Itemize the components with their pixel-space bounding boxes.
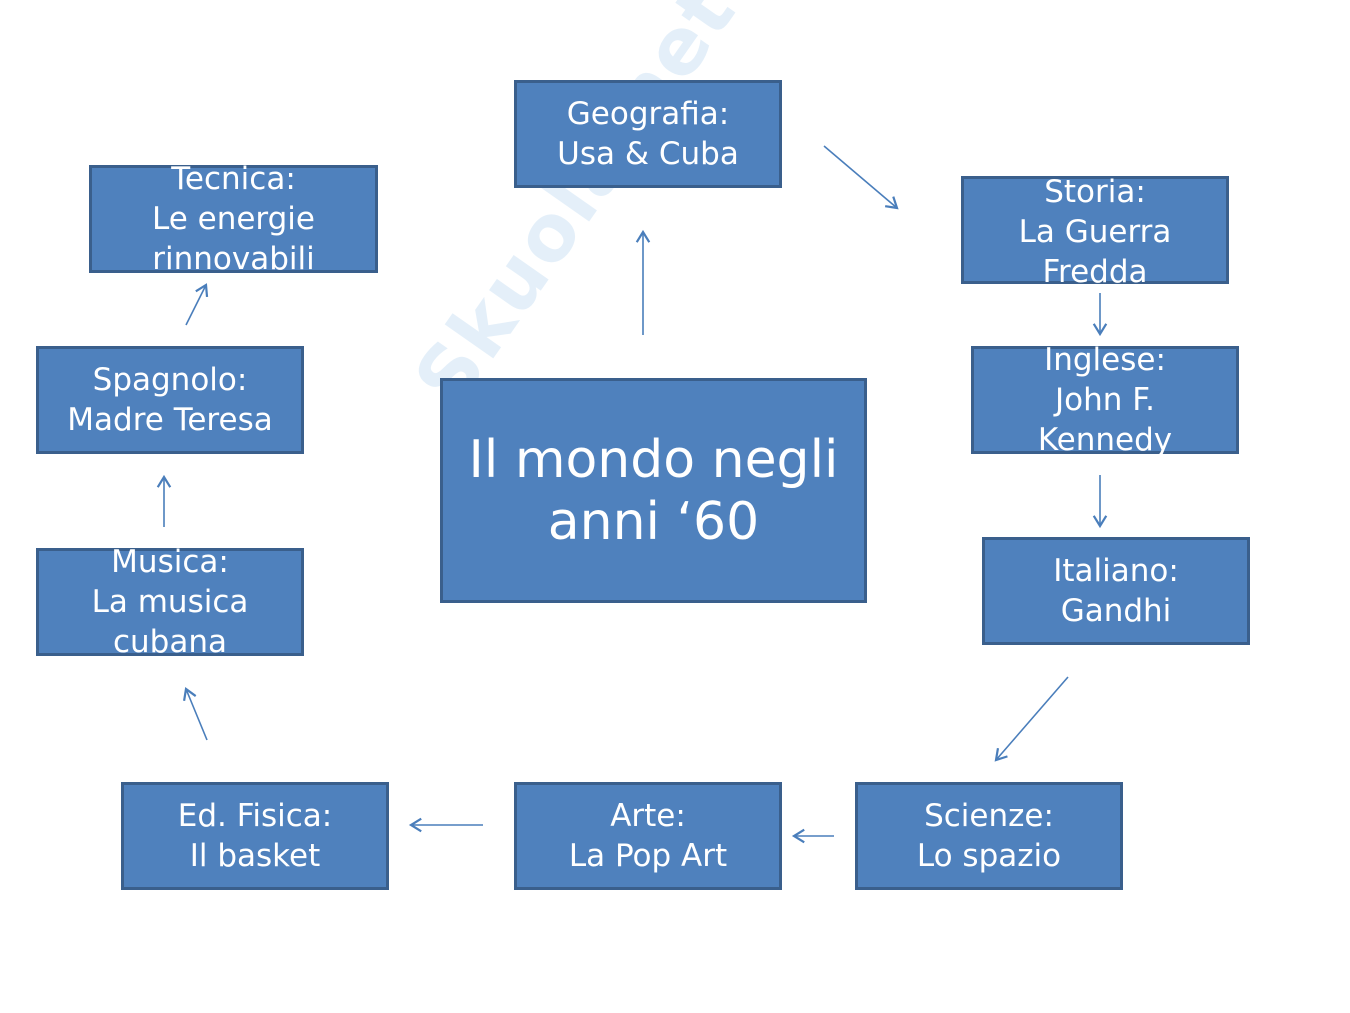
node-tecnica: Tecnica: Le energie rinnovabili xyxy=(89,161,378,277)
node-text: rinnovabili xyxy=(152,241,315,277)
node-title: Musica: xyxy=(111,544,229,580)
node-text: Fredda xyxy=(1042,254,1148,290)
node-title: Arte: xyxy=(610,798,686,834)
node-scienze: Scienze: Lo spazio xyxy=(855,782,1123,890)
node-text: La Pop Art xyxy=(568,838,728,874)
node-title: Tecnica: xyxy=(171,161,296,197)
node-text: Le energie xyxy=(151,201,315,237)
node-title: Scienze: xyxy=(924,798,1054,834)
arrow-edfisica-to-musica xyxy=(183,687,208,741)
node-text: cubana xyxy=(112,624,227,660)
node-title: Inglese: xyxy=(1044,342,1166,378)
arrow-italiano-to-scienze xyxy=(994,676,1069,762)
arrow-spagnolo-to-tecnica xyxy=(185,283,209,326)
node-title: Storia: xyxy=(1044,174,1146,210)
arrow-geografia-to-storia xyxy=(823,145,899,210)
node-geografia: Geografia: Usa & Cuba xyxy=(514,80,782,188)
node-storia: Storia: La Guerra Fredda xyxy=(961,174,1229,290)
node-title: Spagnolo: xyxy=(92,362,248,398)
node-spagnolo: Spagnolo: Madre Teresa xyxy=(36,346,304,454)
node-text: La musica xyxy=(91,584,249,620)
node-title: Geografia: xyxy=(566,96,730,132)
node-inglese: Inglese: John F. Kennedy xyxy=(971,342,1239,458)
central-topic: Il mondo negli anni ‘60 xyxy=(440,378,867,603)
arrow-musica-to-spagnolo xyxy=(156,474,172,527)
node-text: Madre Teresa xyxy=(67,402,273,438)
node-musica: Musica: La musica cubana xyxy=(36,544,304,660)
arrow-arte-to-edfisica xyxy=(408,817,483,833)
node-text: Lo spazio xyxy=(916,838,1062,874)
central-topic-line1: Il mondo negli xyxy=(468,429,839,490)
node-title: Italiano: xyxy=(1053,553,1179,589)
central-topic-line2: anni ‘60 xyxy=(547,491,760,552)
arrow-center-to-geografia xyxy=(635,229,651,335)
node-title: Ed. Fisica: xyxy=(177,798,333,834)
node-italiano: Italiano: Gandhi xyxy=(982,537,1250,645)
node-text: La Guerra xyxy=(1018,214,1172,250)
node-text: Il basket xyxy=(189,838,321,874)
node-arte: Arte: La Pop Art xyxy=(514,782,782,890)
arrow-inglese-to-italiano xyxy=(1092,475,1108,529)
arrow-storia-to-inglese xyxy=(1092,293,1108,337)
arrow-scienze-to-arte xyxy=(791,828,834,844)
node-edfisica: Ed. Fisica: Il basket xyxy=(121,782,389,890)
node-text: Usa & Cuba xyxy=(557,136,739,172)
watermark-logo: Skuola.net xyxy=(398,0,754,423)
node-text: Kennedy xyxy=(1037,422,1173,458)
node-text: John F. xyxy=(1055,382,1155,418)
node-text: Gandhi xyxy=(1060,593,1172,629)
